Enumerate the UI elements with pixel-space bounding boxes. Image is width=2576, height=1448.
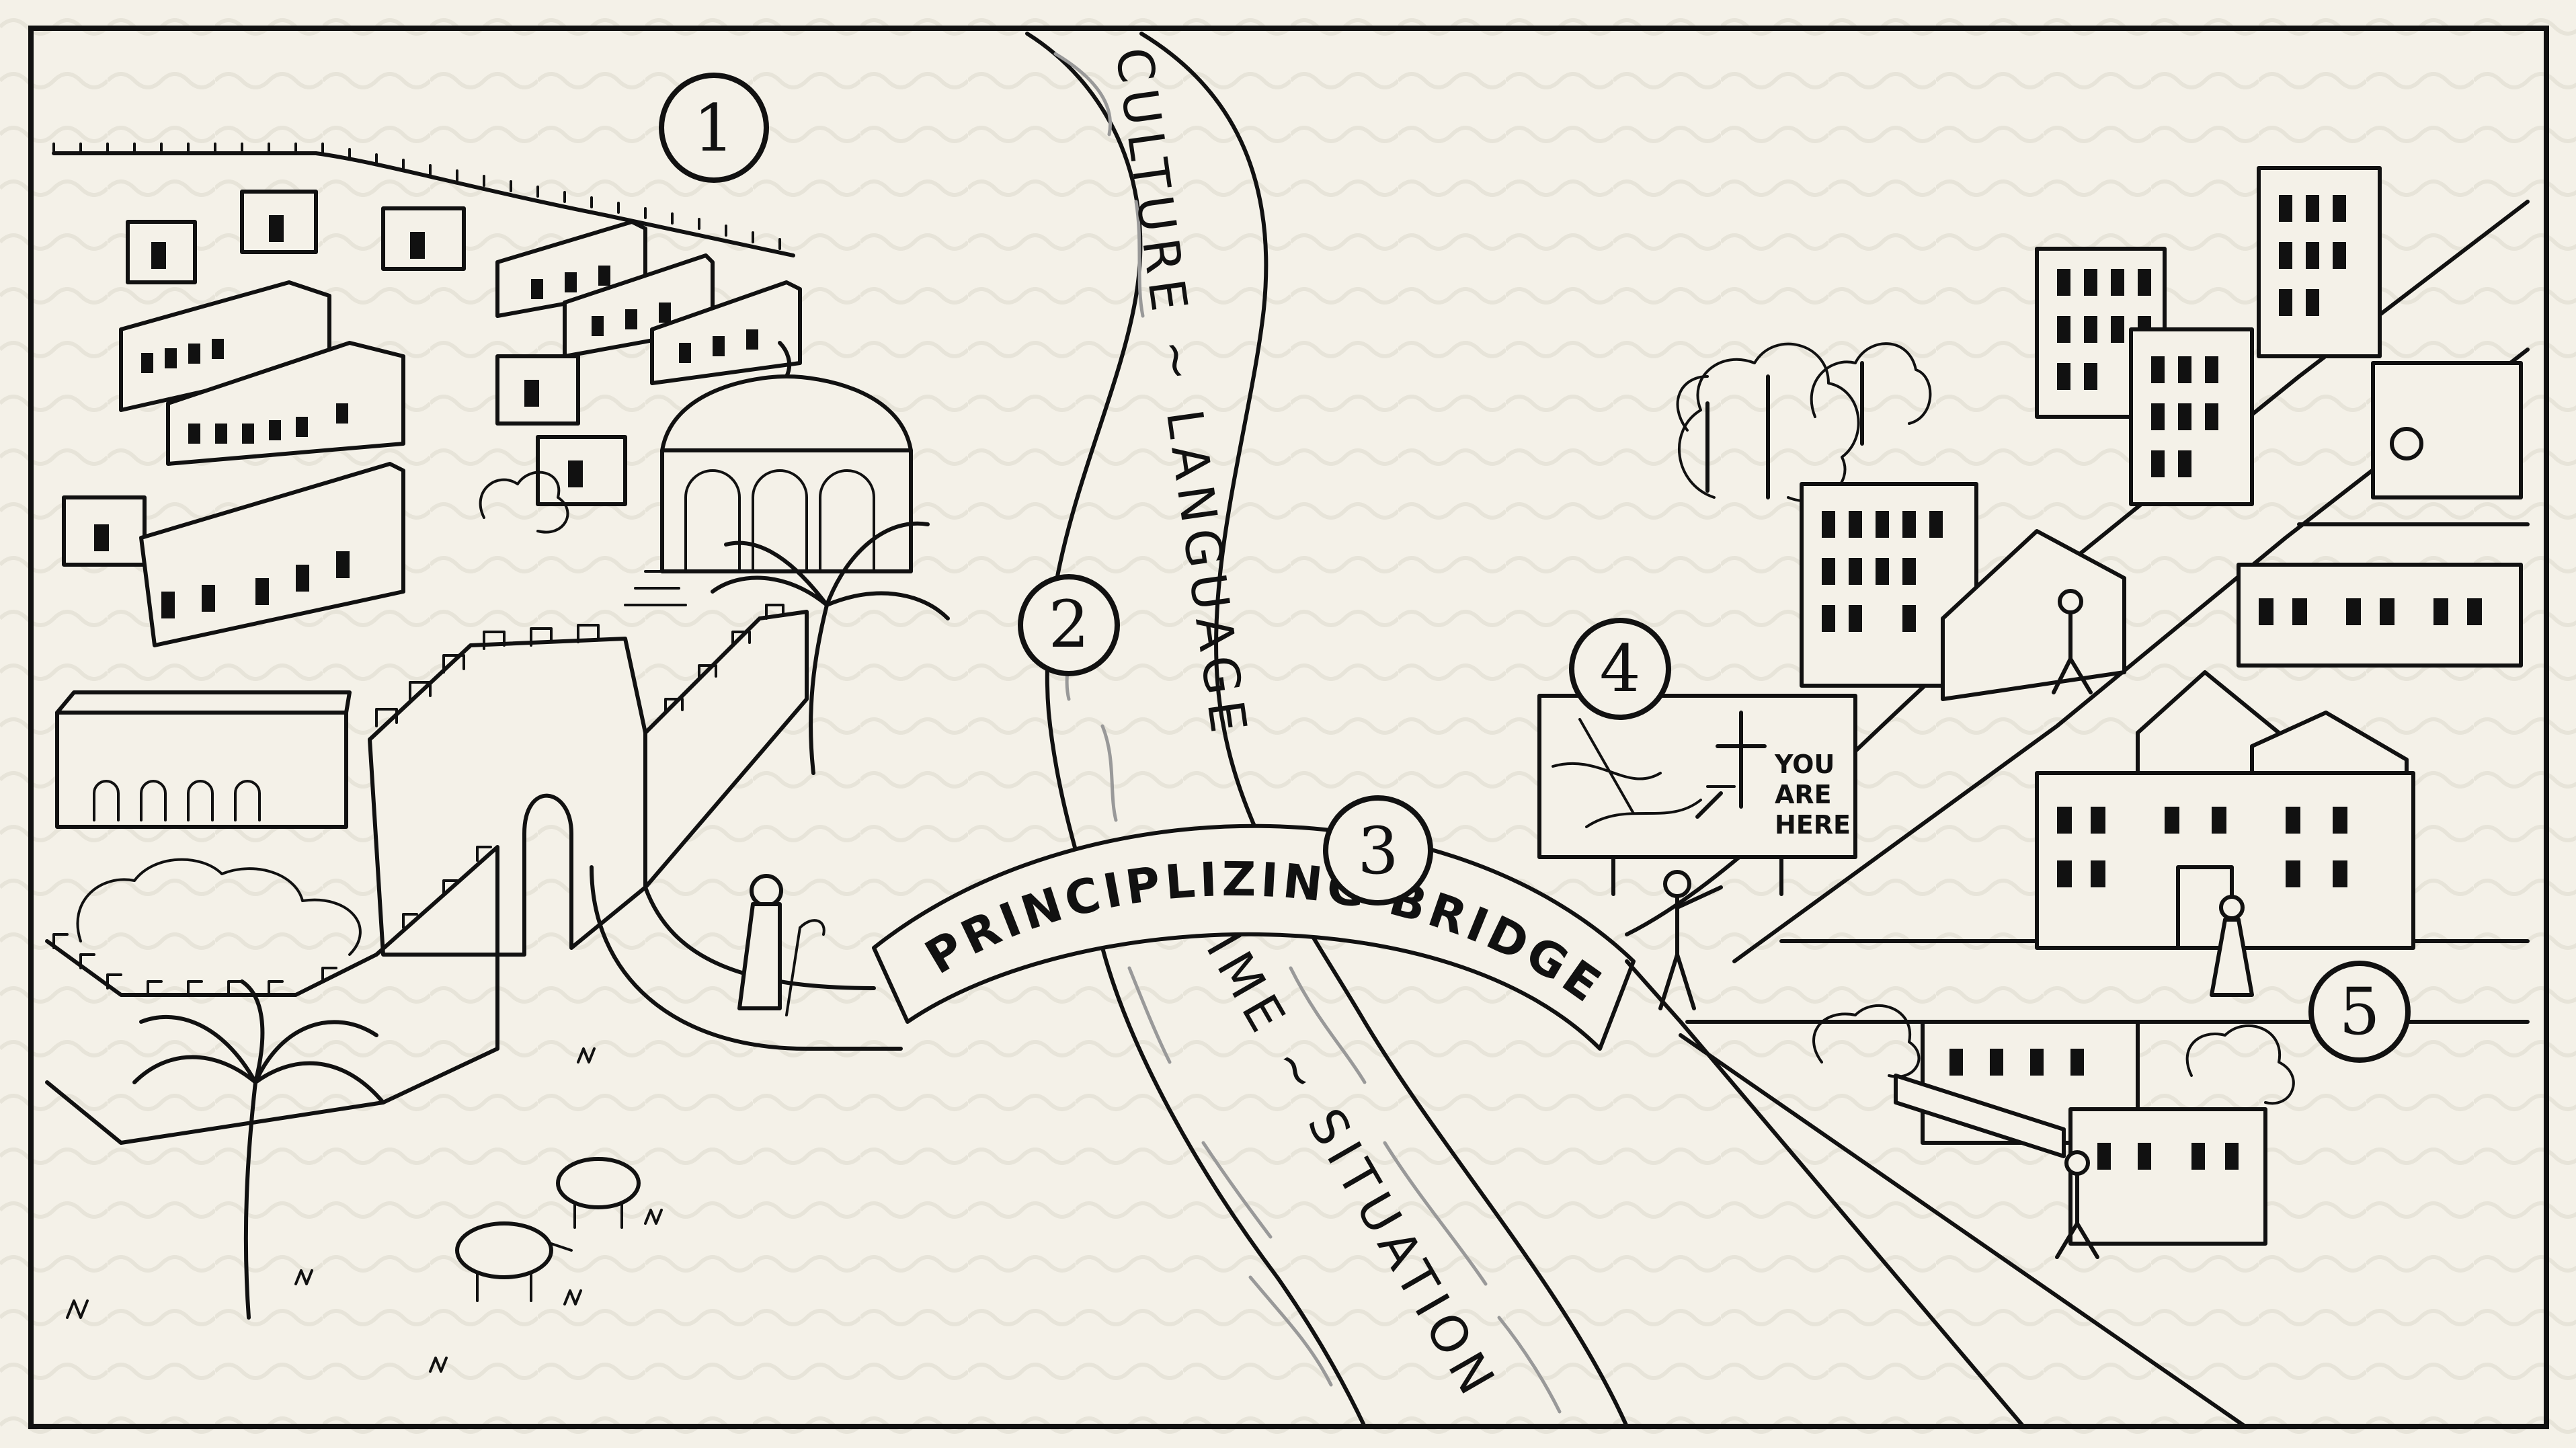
- ancient-city: [45, 143, 950, 1373]
- person-walking-3: [2055, 1150, 2099, 1259]
- marker-4: 4: [1569, 618, 1671, 720]
- palm-tree-1: [132, 979, 385, 1320]
- map-frame: [28, 26, 2549, 1429]
- person-walking-1: [2052, 589, 2093, 694]
- modern-city: YOU ARE HERE: [1537, 166, 2530, 1429]
- marker-4-label: 4: [1599, 631, 1640, 707]
- river-label-separator: ~: [1145, 335, 1209, 391]
- marker-5-label: 5: [2339, 974, 2380, 1049]
- you-are-here-billboard: YOU ARE HERE: [1537, 694, 1857, 896]
- shepherd-figure: [737, 874, 826, 1016]
- river: [1025, 32, 1629, 1429]
- marker-1: 1: [659, 73, 769, 183]
- marker-3: 3: [1323, 795, 1433, 906]
- sign-line-3: HERE: [1775, 810, 1851, 840]
- marker-2: 2: [1018, 574, 1120, 676]
- sheep-2: [556, 1157, 641, 1229]
- sign-line-2: ARE: [1775, 780, 1832, 809]
- marker-2-label: 2: [1048, 587, 1089, 662]
- sheep-1: [455, 1221, 573, 1302]
- marker-1-label: 1: [693, 91, 734, 166]
- sign-line-1: YOU: [1774, 750, 1835, 779]
- person-pointing: [1658, 870, 1723, 1010]
- person-walking-2: [2210, 895, 2254, 997]
- marker-5: 5: [2308, 961, 2411, 1063]
- palm-tree-2: [711, 521, 950, 775]
- marker-3-label: 3: [1357, 813, 1398, 889]
